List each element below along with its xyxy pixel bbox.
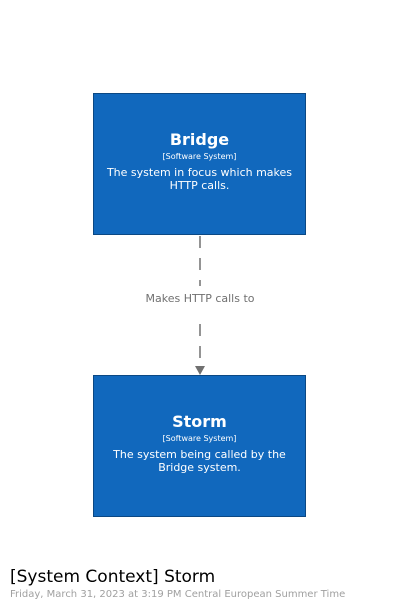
diagram-timestamp: Friday, March 31, 2023 at 3:19 PM Centra… — [10, 589, 346, 600]
software-system-bridge[interactable]: Bridge [Software System] The system in f… — [93, 93, 306, 235]
element-name: Storm — [172, 412, 227, 431]
element-description: The system in focus which makes HTTP cal… — [106, 166, 293, 192]
relationship-label: Makes HTTP calls to — [140, 292, 260, 306]
diagram-title: [System Context] Storm — [10, 567, 216, 587]
element-type: [Software System] — [162, 152, 237, 161]
element-type: [Software System] — [162, 434, 237, 443]
element-description: The system being called by the Bridge sy… — [113, 448, 286, 474]
software-system-storm[interactable]: Storm [Software System] The system being… — [93, 375, 306, 517]
arrowhead-icon — [195, 366, 205, 375]
element-name: Bridge — [169, 130, 230, 149]
